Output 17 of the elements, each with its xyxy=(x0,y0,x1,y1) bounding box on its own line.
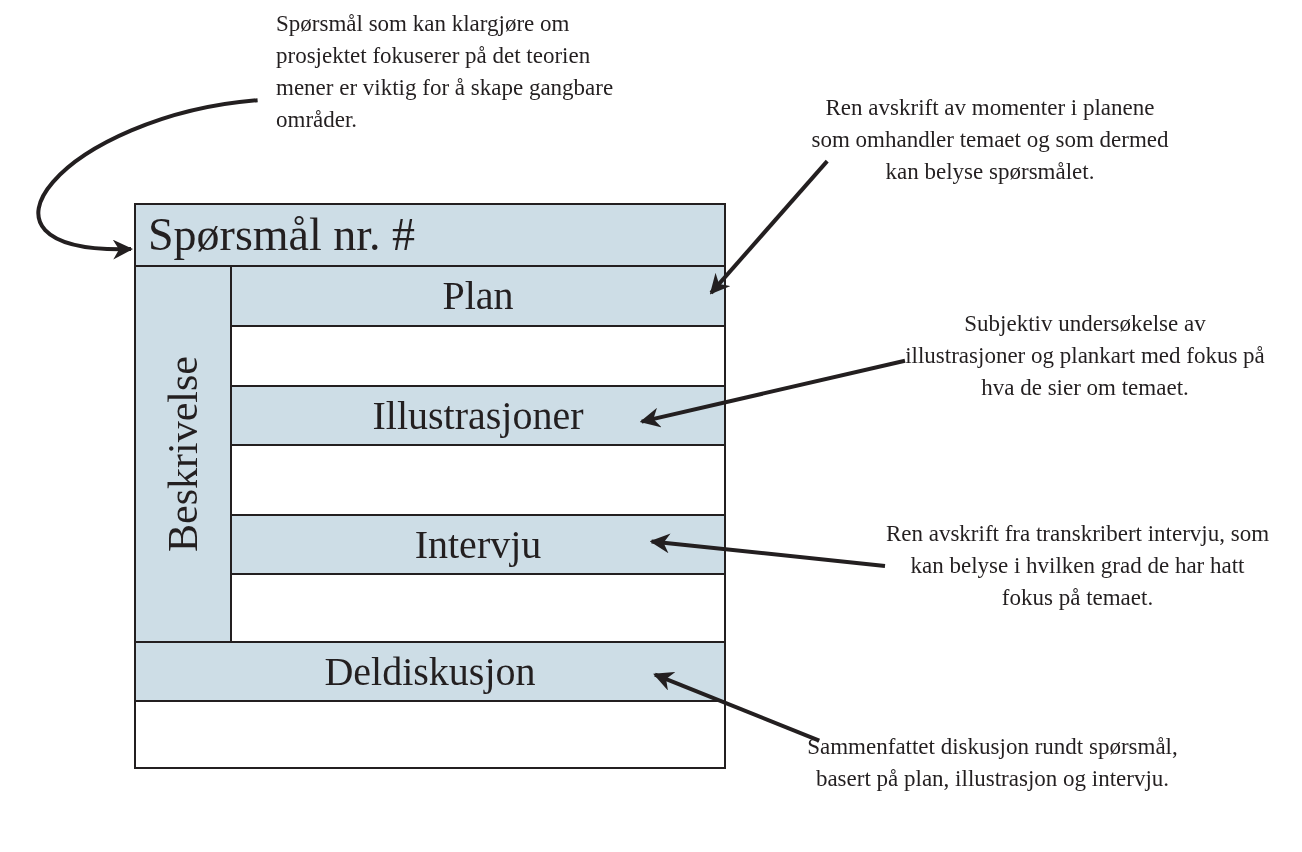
section-band: Illustrasjoner xyxy=(230,385,726,446)
annotation-text: Sammenfattet diskusjon rundt spørsmål, basert på plan, illustrasjon og intervju. xyxy=(800,731,1185,795)
side-band: Beskrivelse xyxy=(134,265,232,643)
empty-row xyxy=(134,700,726,769)
annotation-text: Ren avskrift fra transkribert intervju, som kan belyse i hvilken grad de har hatt fokus på temaet. xyxy=(885,518,1270,614)
heading-band: Spørsmål nr. # xyxy=(134,203,726,267)
arrow xyxy=(649,533,886,568)
annotation-text: Subjektiv undersøkelse av illustrasjoner og plankart med fokus på hva de sier om temaet. xyxy=(905,308,1265,404)
arrow xyxy=(639,358,906,428)
section-band: Plan xyxy=(230,265,726,327)
annotation-text: Spørsmål som kan klargjøre om prosjektet fokuserer på det teorien mener er viktig for å skape gangbare områder. xyxy=(276,8,644,136)
arrow xyxy=(36,98,258,259)
section-band: Deldiskusjon xyxy=(134,641,726,702)
arrow xyxy=(709,159,829,295)
annotation-text: Ren avskrift av momenter i planene som omhandler temaet og som dermed kan belyse spørsmålet. xyxy=(805,92,1175,188)
arrow xyxy=(653,672,820,743)
section-band: Intervju xyxy=(230,514,726,575)
